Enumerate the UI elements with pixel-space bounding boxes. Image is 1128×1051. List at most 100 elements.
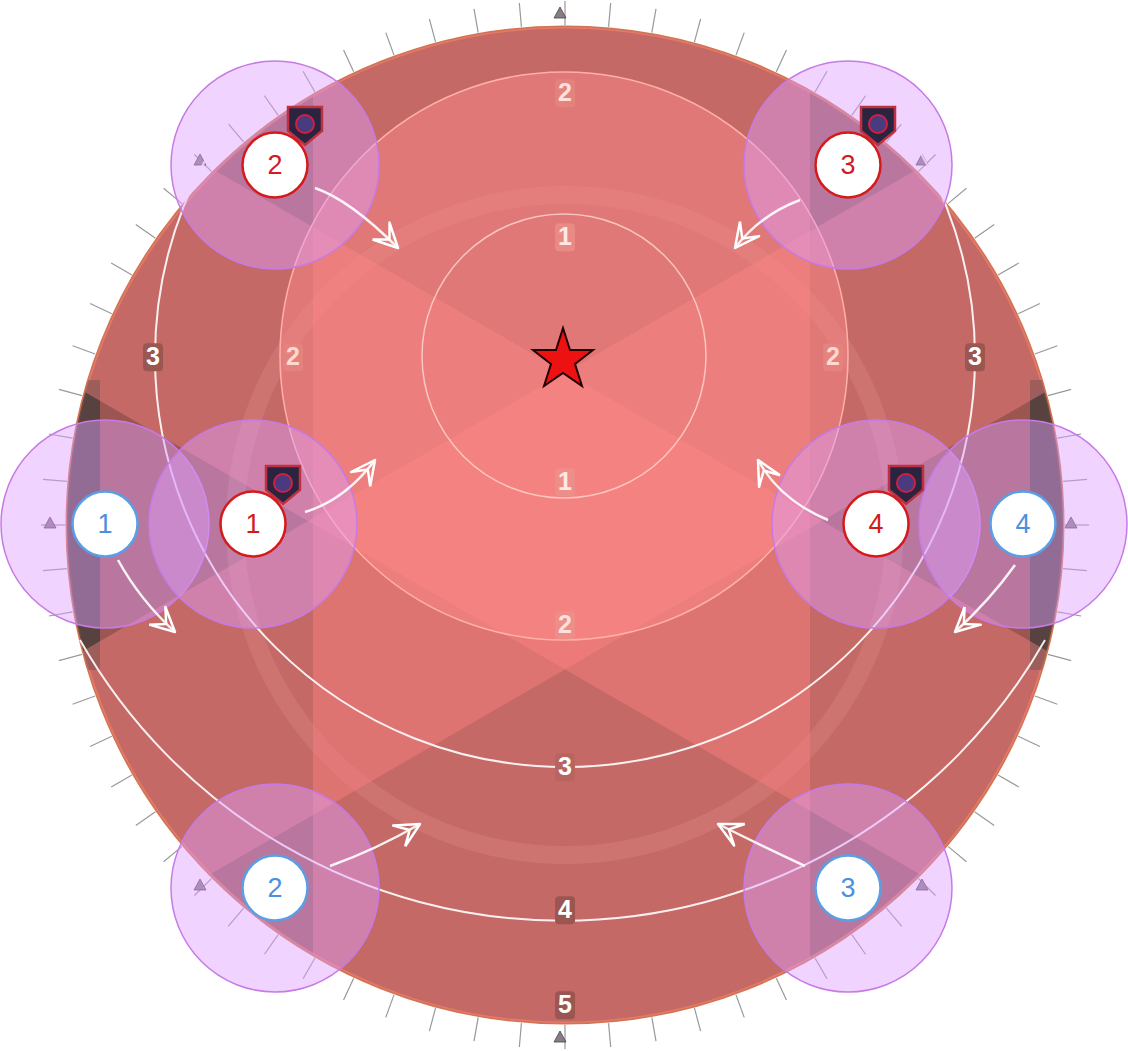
debuffed-player-marker: 2: [241, 131, 309, 199]
tick: [1048, 389, 1071, 395]
tick: [998, 775, 1019, 787]
debuffed-player-marker: 4: [842, 490, 910, 558]
tick: [73, 346, 96, 354]
tick: [609, 3, 611, 27]
move-arrow: [305, 460, 375, 512]
marker-number: 2: [241, 854, 309, 922]
tick: [111, 775, 132, 787]
tick: [386, 33, 394, 56]
ring-number: 2: [555, 611, 575, 639]
tick: [1048, 654, 1071, 660]
tick: [344, 50, 354, 72]
tick: [90, 736, 112, 746]
move-arrow: [118, 560, 175, 632]
player-marker: 2: [241, 854, 309, 922]
tick: [694, 1008, 700, 1031]
tick: [474, 9, 478, 33]
debuff-swirl: [869, 115, 887, 133]
arrow-head: [735, 222, 759, 248]
arrow-head: [149, 607, 175, 632]
aoe-circle: [171, 61, 379, 269]
debuffed-player-marker: 1: [219, 490, 287, 558]
tick: [386, 995, 394, 1018]
tick: [776, 978, 786, 1000]
ring-number: 3: [143, 343, 163, 371]
tick: [519, 1023, 521, 1047]
compass-marker: [554, 7, 566, 18]
ring-number: 2: [555, 79, 575, 107]
tick: [73, 696, 96, 704]
aoe-circle: [744, 61, 952, 269]
tick: [1018, 736, 1040, 746]
debuff-icons: [266, 107, 923, 504]
tick: [1035, 696, 1058, 704]
aoe-circle: [171, 784, 379, 992]
tick: [694, 19, 700, 42]
move-arrow: [315, 188, 398, 248]
aoe-circle: [744, 784, 952, 992]
tick: [59, 654, 82, 660]
tick: [1035, 346, 1058, 354]
tick: [519, 3, 521, 27]
marker-number: 3: [814, 131, 882, 199]
arrow-head: [758, 460, 780, 487]
ring-number: 2: [283, 343, 303, 371]
tick: [564, 1025, 565, 1049]
move-arrow: [758, 460, 828, 520]
center-star: [533, 328, 593, 386]
arrow-head: [351, 460, 375, 486]
tick: [136, 812, 156, 826]
arrow-head: [718, 824, 745, 845]
tick: [344, 978, 354, 1000]
debuff-swirl: [897, 474, 915, 492]
debuff-swirl: [296, 115, 314, 133]
ring-number: 3: [555, 753, 575, 781]
tick: [429, 1008, 435, 1031]
move-arrows: [118, 188, 1015, 866]
ring-number: 1: [555, 223, 575, 251]
aoe-circle: [919, 420, 1127, 628]
player-marker: 1: [71, 490, 139, 558]
marker-number: 1: [219, 490, 287, 558]
ring-number: 4: [555, 896, 575, 924]
move-arrow: [330, 824, 420, 866]
aoe-circles: [1, 61, 1127, 992]
player-marker: 4: [989, 490, 1057, 558]
tick: [609, 1023, 611, 1047]
tick: [736, 33, 744, 56]
move-arrow: [735, 200, 800, 248]
tick: [948, 846, 966, 861]
debuffed-player-marker: 3: [814, 131, 882, 199]
tick: [975, 224, 995, 238]
ring-number: 3: [965, 343, 985, 371]
tick: [736, 995, 744, 1018]
tick: [474, 1017, 478, 1041]
tick: [564, 1, 565, 25]
marker-number: 4: [989, 490, 1057, 558]
aoe-circle: [149, 420, 357, 628]
marker-number: 1: [71, 490, 139, 558]
debuff-swirl: [274, 474, 292, 492]
tick: [998, 263, 1019, 275]
ring-number: 1: [555, 468, 575, 496]
ring-number: 2: [823, 343, 843, 371]
tick: [90, 304, 112, 314]
player-marker: 3: [814, 854, 882, 922]
compass-marker: [554, 1031, 566, 1042]
marker-number: 3: [814, 854, 882, 922]
tick: [776, 50, 786, 72]
tick: [652, 1017, 656, 1041]
tick: [136, 224, 156, 238]
tick: [111, 263, 132, 275]
tick: [652, 9, 656, 33]
marker-number: 4: [842, 490, 910, 558]
arrow-head: [955, 607, 981, 632]
tick: [975, 812, 995, 826]
move-arrow: [955, 565, 1015, 632]
ring-number: 5: [555, 991, 575, 1019]
marker-number: 2: [241, 131, 309, 199]
move-arrow: [718, 824, 805, 866]
